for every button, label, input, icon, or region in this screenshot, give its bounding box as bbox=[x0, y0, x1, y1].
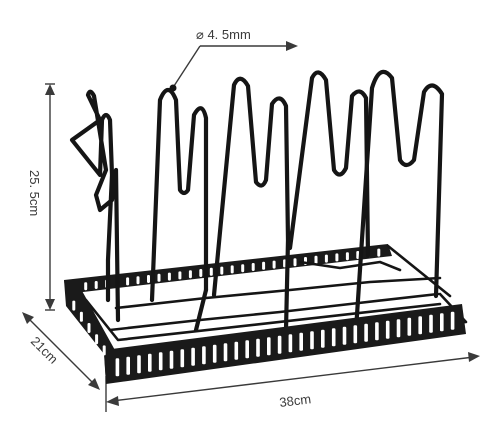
panel-slot bbox=[429, 314, 433, 333]
panel-slot bbox=[115, 358, 120, 377]
panel-slot bbox=[178, 271, 182, 280]
panel-slot bbox=[147, 275, 150, 283]
panel-slot bbox=[180, 349, 185, 368]
panel-slot bbox=[84, 282, 88, 291]
panel-slot bbox=[212, 344, 217, 363]
rack-left-side-panel bbox=[64, 280, 116, 384]
panel-slot bbox=[356, 251, 360, 259]
height-annotation: 25. 5cm bbox=[27, 83, 55, 311]
panel-slot bbox=[102, 345, 106, 356]
panel-slot bbox=[167, 272, 171, 281]
rack-front-panel bbox=[104, 304, 466, 384]
panel-slot bbox=[345, 252, 349, 261]
panel-slot bbox=[158, 352, 163, 371]
panel-slot bbox=[331, 328, 336, 347]
panel-slot bbox=[364, 323, 368, 342]
panel-slot bbox=[136, 276, 140, 285]
panel-slot bbox=[267, 337, 271, 356]
panel-slot bbox=[148, 353, 152, 372]
panel-slot bbox=[396, 319, 401, 338]
panel-slot bbox=[262, 261, 266, 270]
panel-slot bbox=[277, 335, 282, 354]
panel-slot bbox=[95, 334, 99, 345]
width-label: 38cm bbox=[279, 391, 312, 410]
panel-slot bbox=[223, 343, 228, 362]
panel-slot bbox=[299, 332, 303, 351]
panel-slot bbox=[342, 326, 347, 345]
panel-slot bbox=[79, 311, 83, 322]
panel-slot bbox=[241, 264, 245, 273]
panel-slot bbox=[335, 253, 339, 262]
panel-slot bbox=[450, 311, 455, 330]
panel-slot bbox=[202, 346, 206, 365]
panel-slot bbox=[440, 313, 444, 332]
panel-slot bbox=[321, 329, 325, 348]
panel-slot bbox=[310, 331, 314, 350]
panel-slot bbox=[209, 267, 213, 276]
rack-wire-dividers bbox=[69, 69, 445, 333]
panel-slot bbox=[137, 355, 141, 374]
panel-slot bbox=[87, 323, 91, 333]
panel-slot bbox=[126, 356, 130, 375]
panel-slot bbox=[230, 265, 234, 274]
depth-label: 21cm bbox=[28, 334, 61, 367]
panel-slot bbox=[251, 263, 255, 271]
panel-slot bbox=[314, 255, 318, 264]
rack-back-panel bbox=[64, 244, 392, 294]
panel-slot bbox=[353, 325, 358, 344]
panel-slot bbox=[324, 254, 328, 263]
panel-slot bbox=[234, 341, 239, 360]
panel-slot bbox=[199, 269, 203, 277]
panel-slot bbox=[407, 317, 412, 336]
diameter-annotation: ⌀ 4. 5mm bbox=[169, 27, 298, 92]
panel-slot bbox=[256, 338, 260, 357]
panel-slot bbox=[191, 347, 195, 366]
height-label: 25. 5cm bbox=[27, 170, 42, 216]
diameter-label: ⌀ 4. 5mm bbox=[196, 27, 251, 42]
panel-slot bbox=[245, 340, 249, 359]
panel-slot bbox=[94, 281, 98, 289]
panel-slot bbox=[377, 248, 381, 257]
panel-slot bbox=[126, 277, 130, 286]
panel-slot bbox=[293, 258, 297, 267]
panel-slot bbox=[188, 270, 192, 279]
panel-slot bbox=[169, 350, 174, 369]
panel-slot bbox=[418, 316, 422, 335]
panel-slot bbox=[72, 300, 76, 311]
width-annotation: 38cm bbox=[105, 352, 480, 412]
panel-slot bbox=[288, 334, 293, 353]
panel-slot bbox=[220, 266, 224, 275]
panel-slot bbox=[157, 273, 161, 282]
panel-slot bbox=[385, 320, 390, 339]
panel-slot bbox=[375, 322, 379, 341]
panel-slot bbox=[272, 260, 276, 269]
